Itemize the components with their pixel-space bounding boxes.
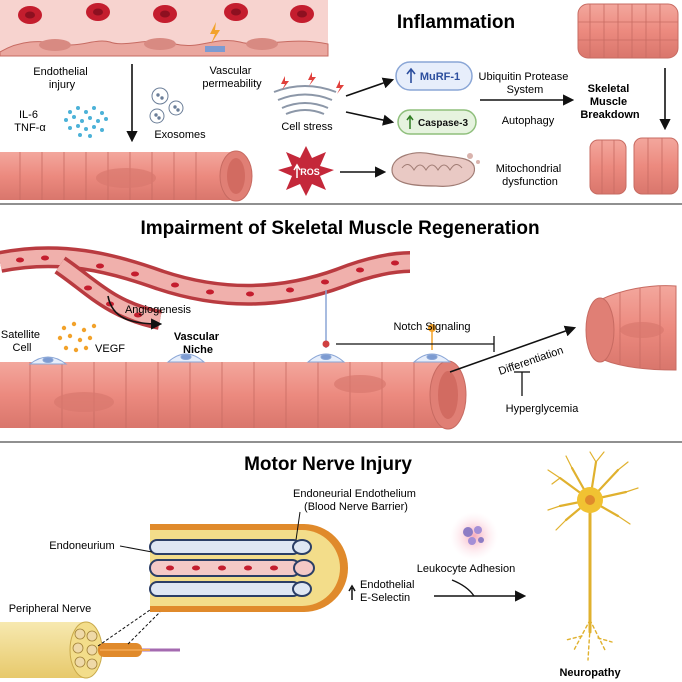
vascular-permeability-label: Vascular permeability bbox=[202, 65, 262, 90]
zoom-line-upper bbox=[127, 611, 161, 645]
mitochondrion bbox=[391, 152, 480, 187]
cell-stress-organelle bbox=[273, 85, 337, 115]
endothelium-layer bbox=[0, 0, 329, 57]
ups-label: Ubiquitin Protease System bbox=[479, 71, 572, 96]
leukocyte-glow bbox=[450, 512, 498, 560]
cell-stress-label: Cell stress bbox=[281, 121, 333, 133]
section-title-regeneration: Impairment of Skeletal Muscle Regenerati… bbox=[140, 218, 539, 239]
up-arrow-icon bbox=[406, 114, 414, 129]
regenerated-muscle bbox=[585, 285, 677, 371]
endothelial-injury-label: Endothelial injury bbox=[33, 66, 91, 91]
satellite-cells bbox=[28, 353, 452, 365]
cytokine-dots bbox=[64, 106, 108, 138]
muscle-fiber-regeneration bbox=[0, 360, 467, 430]
angiogenesis-label: Angiogenesis bbox=[125, 304, 192, 316]
blood-vessel bbox=[0, 246, 411, 330]
vegf-label: VEGF bbox=[95, 343, 125, 355]
muscle-fiber-inflammation bbox=[0, 150, 253, 202]
stress-bolts bbox=[281, 72, 344, 94]
caspase-label: Caspase-3 bbox=[418, 118, 468, 129]
peripheral-nerve bbox=[0, 621, 180, 679]
leukocyte-connector bbox=[451, 579, 475, 597]
muscle-bundle-top bbox=[577, 3, 679, 59]
ros-label: ROS bbox=[300, 167, 320, 177]
neuron bbox=[547, 451, 639, 661]
peripheral-nerve-label: Peripheral Nerve bbox=[9, 603, 92, 615]
pointer-endoneurium bbox=[119, 545, 153, 553]
arrow-differentiation bbox=[449, 325, 577, 373]
exosomes-label: Exosomes bbox=[154, 129, 206, 141]
up-arrow-icon bbox=[293, 163, 301, 178]
endoneurial-endothelium-label: Endoneurial Endothelium (Blood Nerve Bar… bbox=[293, 488, 419, 513]
arrow-angiogenesis bbox=[107, 295, 163, 330]
up-arrow-icon bbox=[348, 584, 356, 600]
red-blood-cells bbox=[18, 3, 314, 24]
nerve-cross-section bbox=[149, 524, 348, 612]
notch-label: Notch Signaling bbox=[393, 321, 470, 333]
exosome-vesicles bbox=[149, 87, 184, 124]
satellite-cell-label: Satellite Cell bbox=[1, 329, 43, 354]
zoom-line-lower bbox=[97, 609, 151, 647]
mito-label: Mitochondrial dysfunction bbox=[496, 163, 564, 188]
ros-burst: ROS bbox=[278, 146, 334, 196]
vegf-dots bbox=[57, 321, 97, 353]
vascular-niche-label: Vascular Niche bbox=[174, 331, 222, 356]
cytokines-label: IL-6 TNF-α bbox=[14, 109, 46, 134]
autophagy-label: Autophagy bbox=[502, 115, 555, 127]
breakdown-label: Skeletal Muscle Breakdown bbox=[580, 83, 640, 121]
muscle-bundle-broken bbox=[589, 137, 679, 195]
neuron-nucleus bbox=[585, 495, 595, 505]
murf-pill: MuRF-1 bbox=[395, 61, 473, 91]
hyperglycemia-label: Hyperglycemia bbox=[506, 403, 580, 415]
leukocyte-label: Leukocyte Adhesion bbox=[417, 563, 515, 575]
murf-label: MuRF-1 bbox=[420, 71, 460, 83]
caspase-pill: Caspase-3 bbox=[397, 109, 477, 135]
differentiation-label: Differentiation bbox=[497, 344, 565, 377]
endoneurium-label: Endoneurium bbox=[49, 540, 114, 552]
notch-receptors bbox=[322, 290, 436, 350]
section-title-inflammation: Inflammation bbox=[397, 12, 515, 33]
pointer-endothelium bbox=[295, 511, 301, 541]
section-title-nerve: Motor Nerve Injury bbox=[244, 454, 412, 475]
eselectin-label: Endothelial E-Selectin bbox=[360, 579, 418, 604]
arrow-to-caspase bbox=[345, 111, 395, 126]
arrow-to-murf bbox=[345, 77, 395, 97]
up-arrow-icon bbox=[406, 67, 416, 83]
neuropathy-label: Neuropathy bbox=[559, 667, 621, 679]
lightning-icon bbox=[210, 22, 220, 44]
